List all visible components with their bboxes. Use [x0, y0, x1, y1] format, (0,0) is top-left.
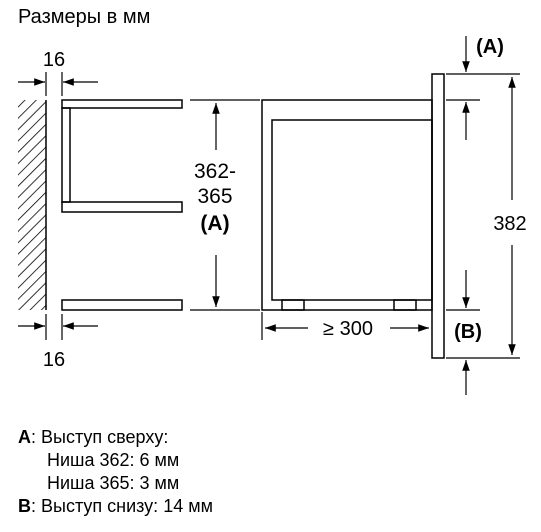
wall — [18, 100, 47, 310]
legend-a-key: A — [18, 427, 31, 447]
niche-height-dimension — [190, 99, 260, 311]
cabinet — [61, 99, 183, 311]
depth-label: ≥ 300 — [323, 318, 373, 340]
legend-a-line1: Ниша 362: 6 мм — [47, 450, 180, 470]
niche-height-ref: (A) — [200, 212, 229, 235]
legend-a-line2: Ниша 365: 3 мм — [47, 473, 180, 493]
top-gap-label: 16 — [43, 49, 65, 71]
legend-b-key: B — [18, 496, 31, 516]
legend-a-text: : Выступ сверху: — [31, 427, 169, 447]
legend: A: Выступ сверху: Ниша 362: 6 мм Ниша 36… — [18, 426, 213, 518]
top-gap-dimension — [18, 72, 98, 96]
appliance-body — [261, 73, 445, 359]
total-height-dimension — [480, 73, 520, 355]
legend-b-text: : Выступ снизу: 14 мм — [31, 496, 213, 516]
bottom-protrusion-dimension — [446, 270, 520, 395]
top-protrusion-dimension — [446, 36, 480, 140]
diagram-title: Размеры в мм — [18, 6, 151, 28]
legend-a-row: A: Выступ сверху: — [18, 426, 213, 449]
legend-b-row: B: Выступ снизу: 14 мм — [18, 495, 213, 518]
niche-height-label-line1: 362- — [194, 160, 236, 183]
total-height-label: 382 — [493, 213, 526, 235]
depth-dimension — [261, 312, 429, 340]
ref-b-label: (B) — [454, 321, 482, 343]
bottom-gap-label: 16 — [43, 349, 65, 371]
niche-height-label-line2: 365 — [197, 185, 232, 208]
bottom-gap-dimension — [18, 314, 98, 340]
ref-a-label: (A) — [476, 36, 504, 58]
